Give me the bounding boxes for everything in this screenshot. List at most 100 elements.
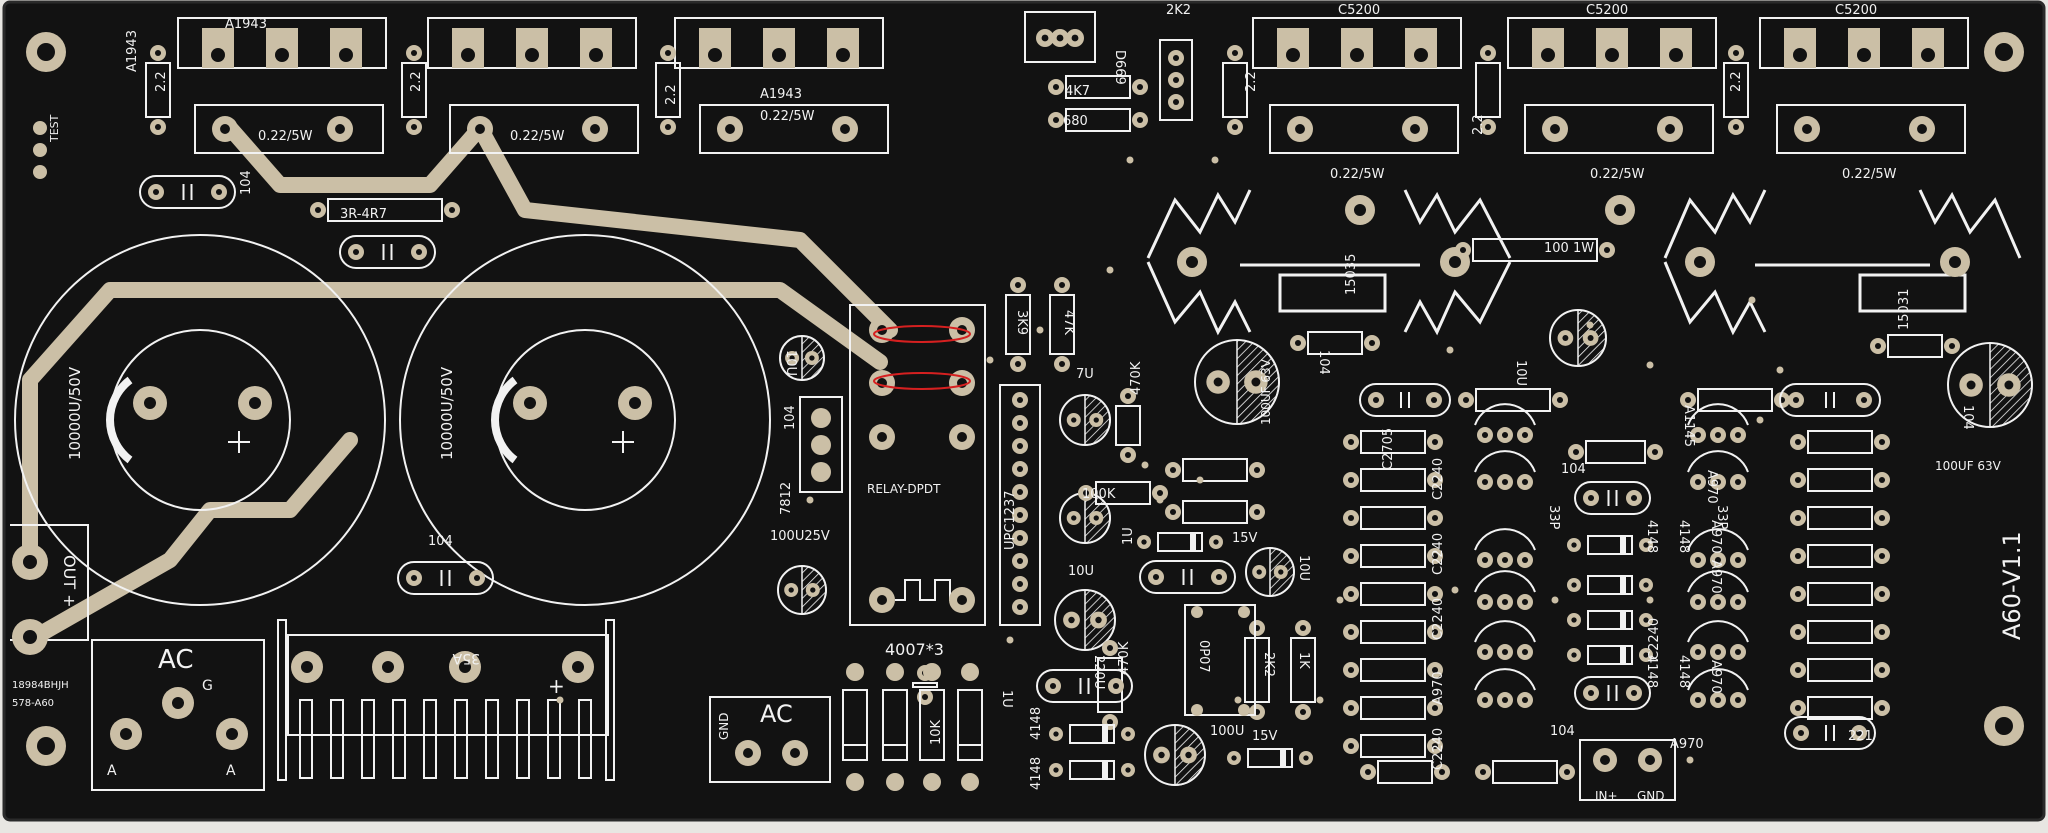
pad-hole <box>1794 666 1802 674</box>
pad-hole <box>339 48 353 62</box>
pad-hole <box>708 48 722 62</box>
pad-hole <box>1106 718 1114 726</box>
pad-hole <box>1431 704 1439 712</box>
z15v-b-label: 15V <box>1252 729 1278 744</box>
r-4k7-label: 4K7 <box>1065 84 1090 99</box>
c10u-label-b: 10U <box>1068 564 1094 579</box>
pad-hole <box>1643 582 1649 588</box>
resistor-body <box>1360 734 1426 758</box>
pad-hole <box>1431 438 1439 446</box>
pad-hole <box>1347 552 1355 560</box>
ac-a2-label: A <box>226 763 236 779</box>
via <box>1748 296 1756 304</box>
pad-hole <box>1016 603 1024 611</box>
c104-label-a: 104 <box>239 170 254 195</box>
r-100k-a-label: 100K <box>1082 487 1116 502</box>
pad-hole <box>1484 49 1492 57</box>
filmcap-outline <box>1779 383 1881 417</box>
pad-hole <box>1253 508 1261 516</box>
pad-hole <box>1347 628 1355 636</box>
via <box>1106 266 1114 274</box>
pad-hole <box>1056 34 1064 42</box>
pad-hole <box>1860 396 1868 404</box>
pad-hole <box>1501 431 1509 439</box>
pad-hole <box>1521 478 1529 486</box>
pad-hole <box>1049 682 1057 690</box>
diode-body <box>1587 645 1633 665</box>
ic-label: 0P07 <box>1196 640 1211 673</box>
pad-hole <box>461 48 475 62</box>
resistor-body <box>655 62 681 118</box>
pad-hole <box>1878 438 1886 446</box>
pad-hole <box>1141 539 1147 545</box>
diode-band <box>1620 646 1626 664</box>
a970-a-label: A970 <box>1431 671 1446 705</box>
pad-hole <box>1694 556 1702 564</box>
resistor-body <box>1005 294 1031 355</box>
transistor-pads <box>202 28 1944 142</box>
via <box>1211 156 1219 164</box>
diode-body <box>1069 724 1115 744</box>
rectifier-diode-pads <box>846 663 979 791</box>
pad-hole <box>1350 48 1364 62</box>
to92-outline <box>1474 620 1536 643</box>
left-edge-line1: 18984BHJH <box>12 680 69 691</box>
to92-outline <box>1687 403 1749 426</box>
pad-hole <box>1571 652 1577 658</box>
pad-hole <box>836 48 850 62</box>
via <box>1646 596 1654 604</box>
pad-hole <box>1095 616 1102 624</box>
relay-outline <box>849 304 986 626</box>
pad-hole <box>335 124 345 134</box>
fin <box>423 699 437 779</box>
pad-hole <box>1347 590 1355 598</box>
film-capacitors <box>139 175 1881 750</box>
pad-hole <box>1630 494 1638 502</box>
w-label-4: 0.22/5W <box>1330 167 1385 182</box>
pad-hole <box>1014 281 1022 289</box>
c2240-d-label: C2240 <box>1431 728 1446 770</box>
pad-hole <box>810 587 816 593</box>
c5200-label-2: C5200 <box>1586 3 1628 18</box>
resistors <box>145 45 1960 784</box>
filmcap-outline <box>1359 383 1451 417</box>
z15v-a-label: 15V <box>1232 531 1258 546</box>
c104-label-d: 104 <box>1316 350 1331 375</box>
d4148-b-label: 4148 <box>1029 757 1044 790</box>
cap1-label: 10000U/50V <box>66 366 84 460</box>
pad-hole <box>220 124 230 134</box>
resistor-body <box>1360 506 1426 530</box>
pad-hole <box>1231 49 1239 57</box>
pad-hole <box>1169 466 1177 474</box>
pad-hole <box>1556 396 1564 404</box>
c221-label: 221 <box>1848 729 1873 744</box>
via <box>1336 596 1344 604</box>
pad-hole <box>1521 598 1529 606</box>
diode-band <box>1102 725 1108 743</box>
r22-label-1: 2.2 <box>154 71 169 92</box>
main-capacitors <box>14 234 771 606</box>
w-label-3: 0.22/5W <box>760 109 815 124</box>
pad-hole <box>1481 696 1489 704</box>
c2240-b-label: C2240 <box>1431 533 1446 575</box>
pad-hole <box>1855 729 1863 737</box>
pad-hole <box>1794 704 1802 712</box>
resistor-body <box>1807 620 1873 644</box>
pad-hole <box>1878 476 1886 484</box>
c2240-a-label: C2240 <box>1431 458 1446 500</box>
pad-hole <box>525 48 539 62</box>
pad-hole <box>1430 396 1438 404</box>
ic-op07 <box>1184 604 1256 716</box>
pad-hole <box>1521 696 1529 704</box>
pad-hole <box>1347 666 1355 674</box>
cap2-label: 10000U/50V <box>438 366 456 460</box>
pad-hole <box>1481 478 1489 486</box>
via <box>1451 586 1459 594</box>
pad-hole <box>1501 598 1509 606</box>
pad-hole <box>1431 552 1439 560</box>
main-capacitor-pads <box>133 386 652 420</box>
c104-label-e: 104 <box>1960 405 1975 430</box>
pad-hole <box>1414 48 1428 62</box>
pad-hole <box>352 248 360 256</box>
pad-hole <box>1286 48 1300 62</box>
